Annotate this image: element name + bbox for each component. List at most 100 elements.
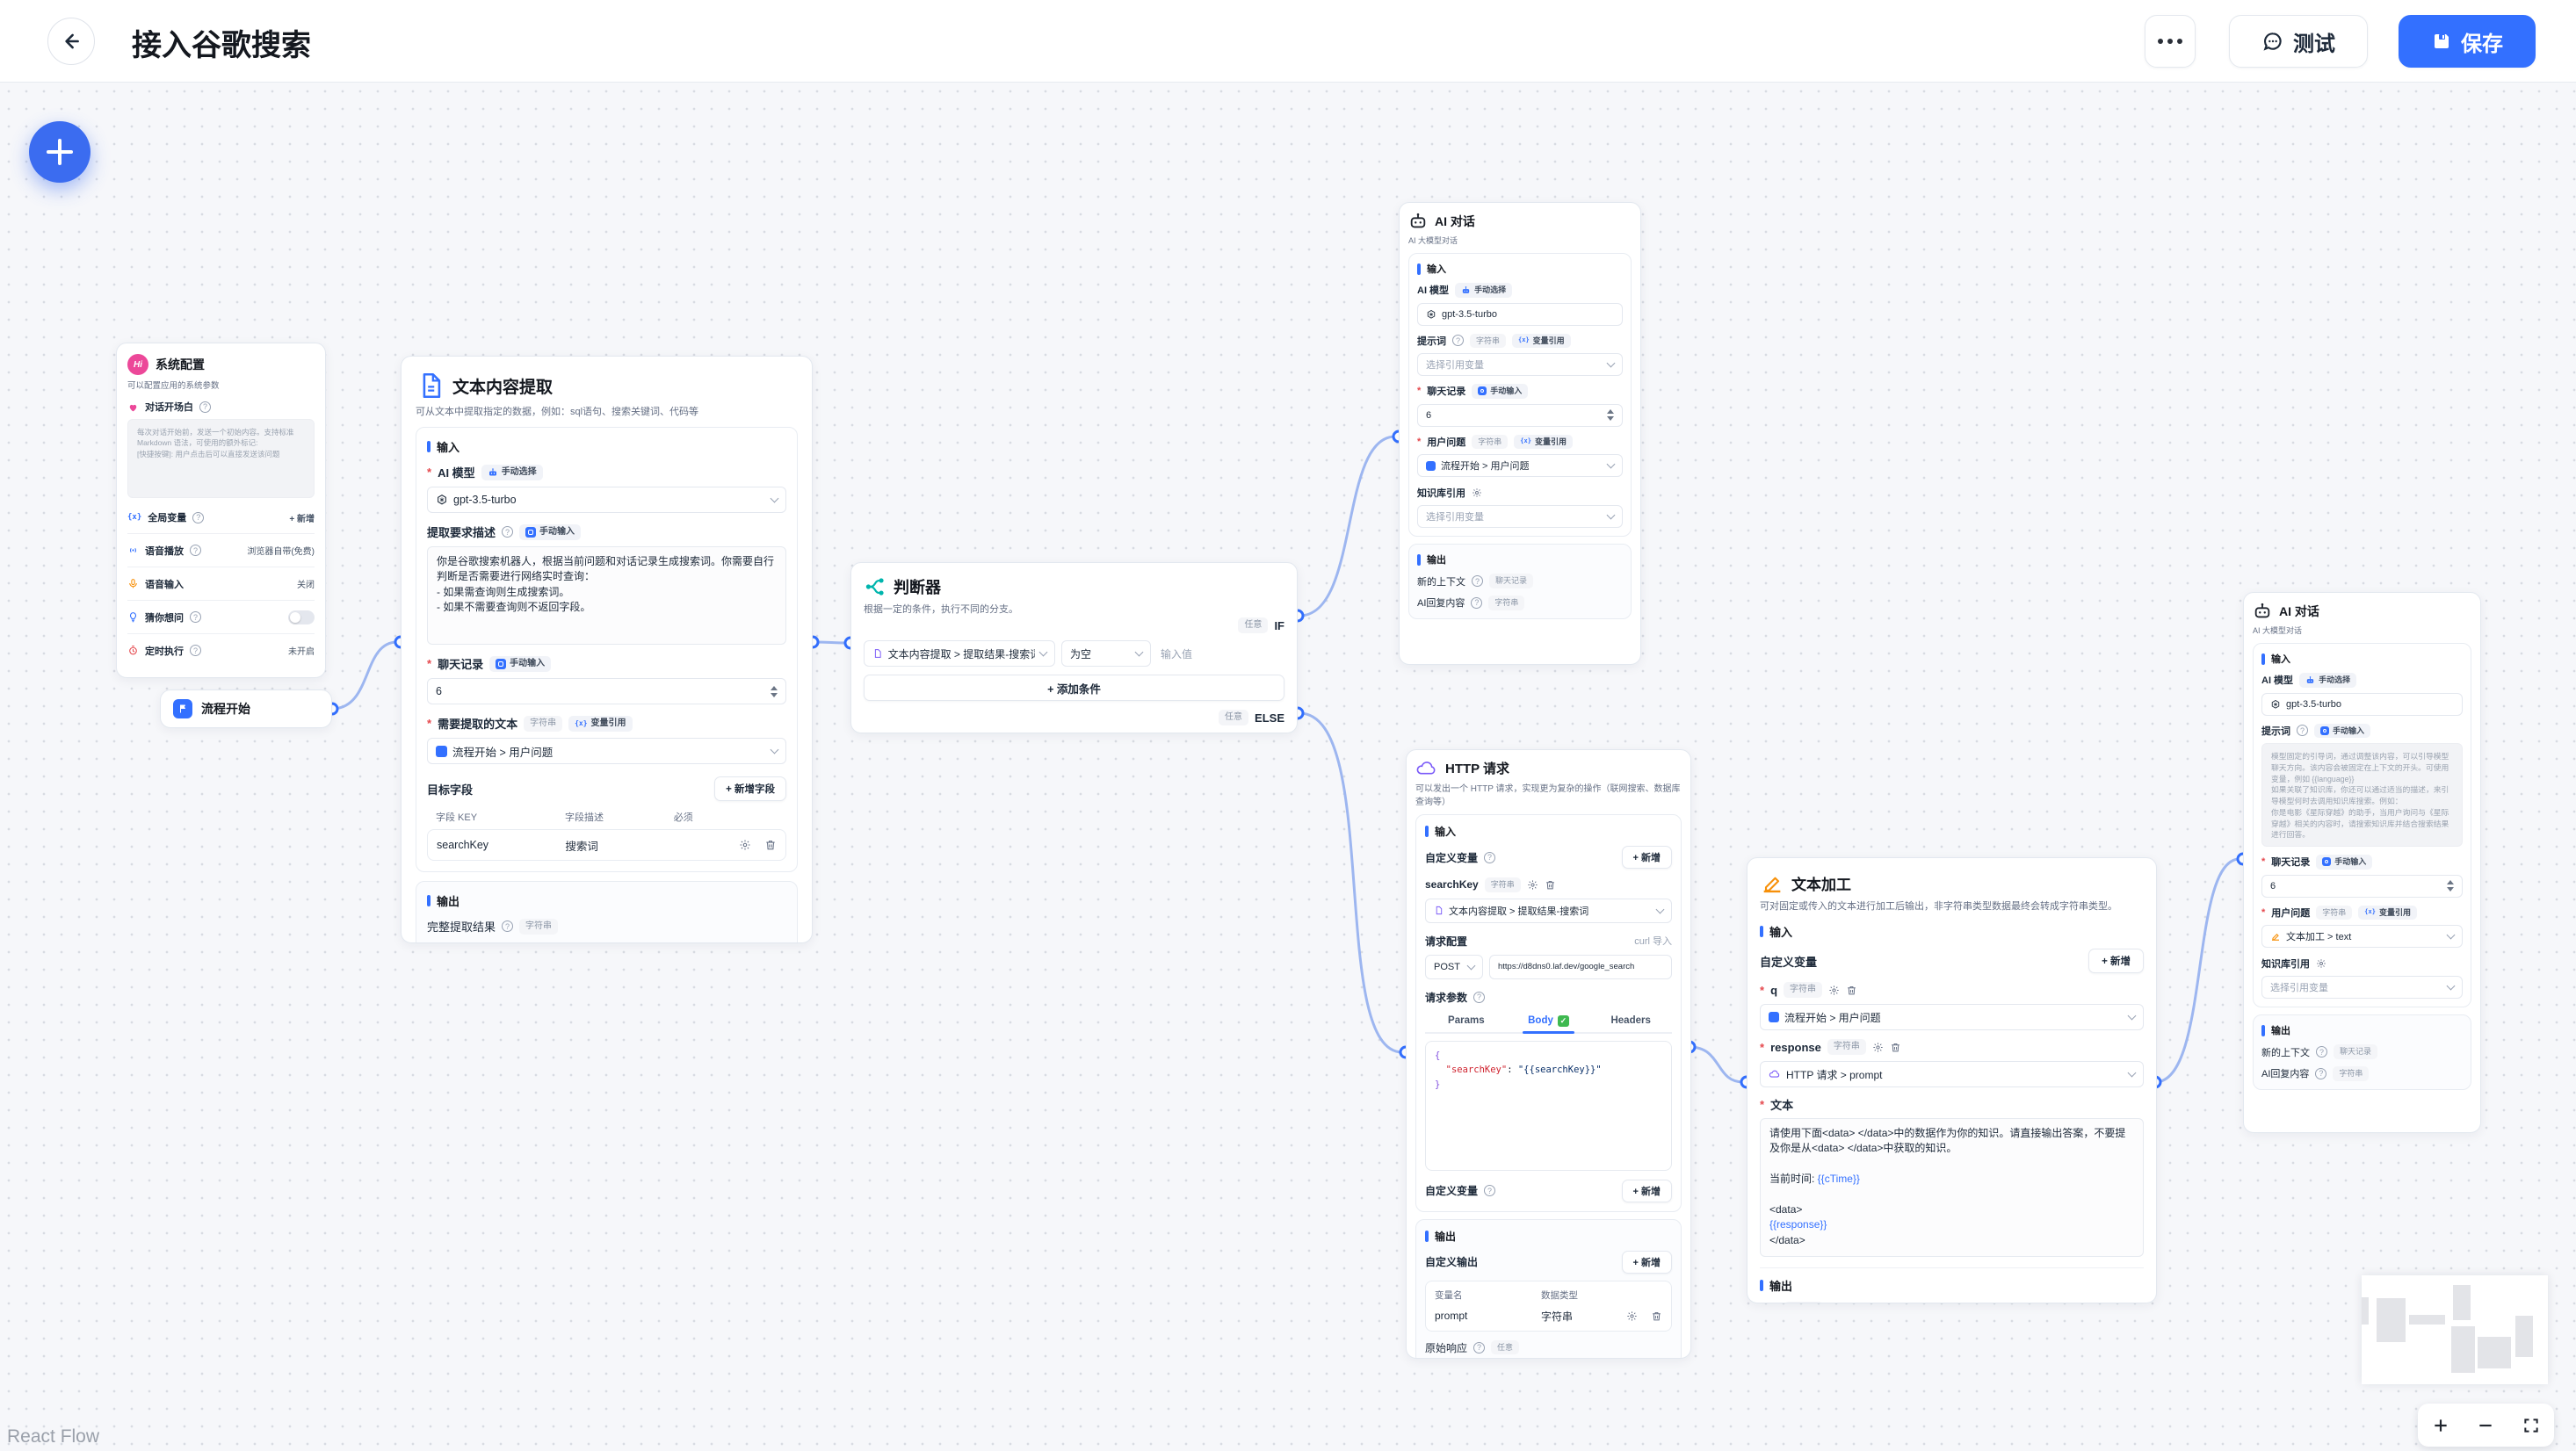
tts-value[interactable]: 浏览器自带(免费) [247, 547, 315, 557]
method-select[interactable]: POST [1425, 954, 1483, 979]
help-icon[interactable] [1484, 1185, 1496, 1197]
prompt-textarea[interactable]: 模型固定的引导词，通过调整该内容，可以引导模型聊天方向。该内容会被固定在上下文的… [2261, 743, 2463, 848]
body-code-editor[interactable]: { "searchKey": "{{searchKey}}" } [1425, 1040, 1672, 1171]
text-template-textarea[interactable]: 请使用下面<data> </data>中的数据作为你的知识。请直接输出答案，不要… [1760, 1118, 2144, 1257]
url-input[interactable]: https://d8dns0.laf.dev/google_search [1489, 954, 1672, 979]
zoom-out-button[interactable] [2476, 1416, 2495, 1435]
add-var-button[interactable]: + 新增 [1621, 1179, 1672, 1202]
condition-value-input[interactable]: 输入值 [1161, 647, 1193, 661]
custom-vars-label: 自定义变量 [1760, 955, 1818, 969]
node-text-edit[interactable]: 文本加工 可对固定或传入的文本进行加工后输出，非字符串类型数据最终会转成字符串类… [1747, 857, 2157, 1303]
help-icon[interactable] [2315, 1067, 2327, 1079]
node-content-extract[interactable]: 文本内容提取 可从文本中提取指定的数据，例如：sql语句、搜索关键词、代码等 输… [401, 356, 813, 943]
q-source-select[interactable]: 流程开始 > 用户问题 [1760, 1004, 2144, 1030]
help-icon[interactable] [2297, 725, 2308, 737]
trash-icon[interactable] [1846, 985, 1857, 996]
node-ai-chat-right[interactable]: AI 对话 AI 大模型对话 输入 AI 模型 手动选择 gpt-3.5-tur… [2243, 592, 2481, 1133]
ellipsis-icon [2158, 39, 2182, 44]
add-global-var-button[interactable]: + 新增 [289, 514, 315, 524]
number-stepper[interactable] [1607, 409, 1614, 422]
help-icon[interactable] [502, 920, 514, 932]
add-output-button[interactable]: + 新增 [1621, 1250, 1672, 1274]
gear-icon[interactable] [1828, 985, 1840, 996]
more-button[interactable] [2145, 15, 2196, 68]
add-var-button[interactable]: + 新增 [1621, 846, 1672, 869]
curl-import-button[interactable]: curl 导入 [1634, 936, 1672, 948]
tab-body[interactable]: Body [1508, 1010, 1590, 1034]
gear-icon[interactable] [739, 839, 751, 851]
opening-textarea[interactable]: 每次对话开始前，发送一个初始内容。支持标准 Markdown 语法，可使用的额外… [127, 419, 315, 498]
add-condition-button[interactable]: + 添加条件 [864, 675, 1284, 701]
help-icon[interactable] [1471, 596, 1483, 609]
node-flow-start[interactable]: 流程开始 [160, 689, 332, 728]
model-select[interactable]: gpt-3.5-turbo [1417, 302, 1623, 326]
tab-headers[interactable]: Headers [1610, 1015, 1651, 1027]
flow-canvas[interactable] [0, 83, 2576, 1451]
number-stepper[interactable] [2447, 880, 2454, 892]
trash-icon[interactable] [1890, 1042, 1901, 1053]
add-var-button[interactable]: + 新增 [2088, 949, 2144, 973]
kb-ref-select[interactable]: 选择引用变量 [1417, 505, 1623, 529]
help-icon[interactable] [1473, 991, 1486, 1003]
node-title: HTTP 请求 [1445, 762, 1510, 776]
number-stepper[interactable] [771, 685, 778, 697]
gear-icon[interactable] [2316, 958, 2326, 969]
model-select[interactable]: gpt-3.5-turbo [2261, 692, 2463, 716]
save-button[interactable]: 保存 [2399, 15, 2536, 68]
help-icon[interactable] [1472, 575, 1483, 588]
user-question-select[interactable]: 流程开始 > 用户问题 [1417, 454, 1623, 478]
guess-question-toggle[interactable] [288, 610, 315, 624]
reactflow-attribution[interactable]: React Flow [7, 1426, 100, 1447]
trash-icon[interactable] [764, 839, 777, 851]
back-button[interactable] [47, 18, 95, 65]
gear-icon[interactable] [1626, 1310, 1638, 1322]
help-icon[interactable] [1473, 1341, 1486, 1354]
fit-view-button[interactable] [2522, 1416, 2541, 1435]
node-system-config[interactable]: Hi 系统配置 可以配置应用的系统参数 对话开场白 每次对话开始前，发送一个初始… [116, 343, 326, 678]
add-field-button[interactable]: + 新增字段 [714, 776, 786, 801]
model-select[interactable]: gpt-3.5-turbo [427, 487, 786, 513]
node-ai-chat-top[interactable]: AI 对话 AI 大模型对话 输入 AI 模型 手动选择 gpt-3.5-tur… [1399, 202, 1641, 665]
response-source-select[interactable]: HTTP 请求 > prompt [1760, 1061, 2144, 1087]
help-icon[interactable] [1484, 851, 1496, 863]
scheduled-run-value[interactable]: 未开启 [288, 647, 315, 657]
manual-select-badge: 手动选择 [2299, 673, 2357, 688]
add-node-button[interactable] [29, 121, 90, 183]
chat-history-input[interactable]: 6 [1417, 403, 1623, 427]
node-http-request[interactable]: HTTP 请求 可以发出一个 HTTP 请求，实现更为复杂的操作（联网搜索、数据… [1406, 749, 1691, 1359]
gear-icon[interactable] [1527, 879, 1538, 891]
source-text-select[interactable]: 流程开始 > 用户问题 [427, 738, 786, 764]
condition-op-select[interactable]: 为空 [1061, 640, 1151, 667]
chat-history-input[interactable]: 6 [427, 678, 786, 704]
help-icon[interactable] [190, 645, 201, 656]
trash-icon[interactable] [1651, 1310, 1662, 1322]
manual-select-badge: 手动选择 [481, 464, 543, 480]
help-icon[interactable] [190, 611, 201, 623]
any-badge: 任意 [1219, 710, 1249, 726]
trash-icon[interactable] [1545, 879, 1556, 891]
chat-history-input[interactable]: 6 [2261, 874, 2463, 898]
prompt-select[interactable]: 选择引用变量 [1417, 353, 1623, 377]
zoom-in-button[interactable] [2431, 1416, 2450, 1435]
test-button[interactable]: 测试 [2229, 15, 2368, 68]
help-icon[interactable] [502, 526, 514, 538]
kb-ref-select[interactable]: 选择引用变量 [2261, 976, 2463, 1000]
help-icon[interactable] [192, 511, 205, 523]
help-icon[interactable] [1452, 335, 1464, 347]
help-icon[interactable] [199, 401, 211, 413]
node-classifier[interactable]: 判断器 根据一定的条件，执行不同的分支。 任意 IF 文本内容提取 > 提取结果… [850, 562, 1298, 733]
chevron-down-icon [1466, 961, 1476, 971]
ai-model-label: AI 模型 [1417, 285, 1450, 297]
extract-desc-textarea[interactable]: 你是谷歌搜索机器人，根据当前问题和对话记录生成搜索词。你需要自行判断是否需要进行… [427, 546, 786, 645]
help-icon[interactable] [2316, 1046, 2327, 1058]
code-colon: : [1507, 1065, 1518, 1076]
tab-params[interactable]: Params [1448, 1015, 1485, 1027]
help-icon[interactable] [190, 545, 201, 556]
var-source-select[interactable]: 文本内容提取 > 提取结果-搜索词 [1425, 898, 1672, 923]
gear-icon[interactable] [1472, 487, 1482, 498]
gear-icon[interactable] [1872, 1042, 1884, 1053]
user-question-select[interactable]: 文本加工 > text [2261, 925, 2463, 949]
minimap[interactable] [2362, 1275, 2548, 1384]
voice-input-value[interactable]: 关闭 [297, 581, 315, 590]
condition-source-select[interactable]: 文本内容提取 > 提取结果-搜索词 [864, 640, 1055, 667]
